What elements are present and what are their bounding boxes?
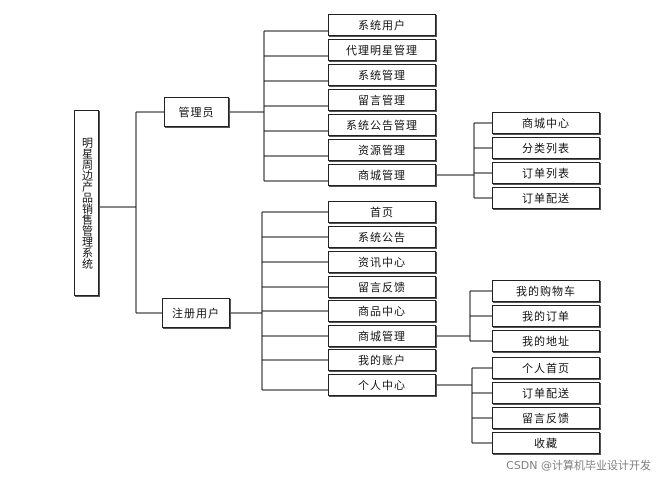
admin-mall-order-list: 订单列表 [492,162,600,184]
admin-mall-center: 商城中心 [492,112,600,134]
admin-item-mall: 商城管理 [328,164,436,186]
user-item-products: 商品中心 [328,300,436,322]
user-item-mall: 商城管理 [328,325,436,347]
user-item-account: 我的账户 [328,349,436,371]
user-item-home: 首页 [328,201,436,223]
admin-item-system: 系统管理 [328,64,436,86]
admin-mall-delivery: 订单配送 [492,187,600,209]
user-node: 注册用户 [162,298,230,328]
admin-item-messages: 留言管理 [328,89,436,111]
user-item-feedback: 留言反馈 [328,276,436,298]
user-item-personal: 个人中心 [328,374,436,396]
user-mall-orders: 我的订单 [492,305,600,327]
user-personal-home: 个人首页 [492,357,600,379]
root-node: 明星周边产品销售管理系统 [74,110,99,296]
admin-item-announcements: 系统公告管理 [328,114,436,136]
user-personal-feedback: 留言反馈 [492,407,600,429]
admin-node: 管理员 [164,97,229,127]
watermark: CSDN @计算机毕业设计开发 [506,459,651,472]
user-personal-delivery: 订单配送 [492,382,600,404]
admin-item-agent-star: 代理明星管理 [328,39,436,61]
admin-item-system-users: 系统用户 [328,14,436,36]
user-personal-favorites: 收藏 [492,432,600,454]
user-mall-address: 我的地址 [492,330,600,352]
admin-mall-category-list: 分类列表 [492,137,600,159]
admin-item-resources: 资源管理 [328,139,436,161]
user-item-announcements: 系统公告 [328,226,436,248]
user-mall-cart: 我的购物车 [492,280,600,302]
user-item-news: 资讯中心 [328,251,436,273]
